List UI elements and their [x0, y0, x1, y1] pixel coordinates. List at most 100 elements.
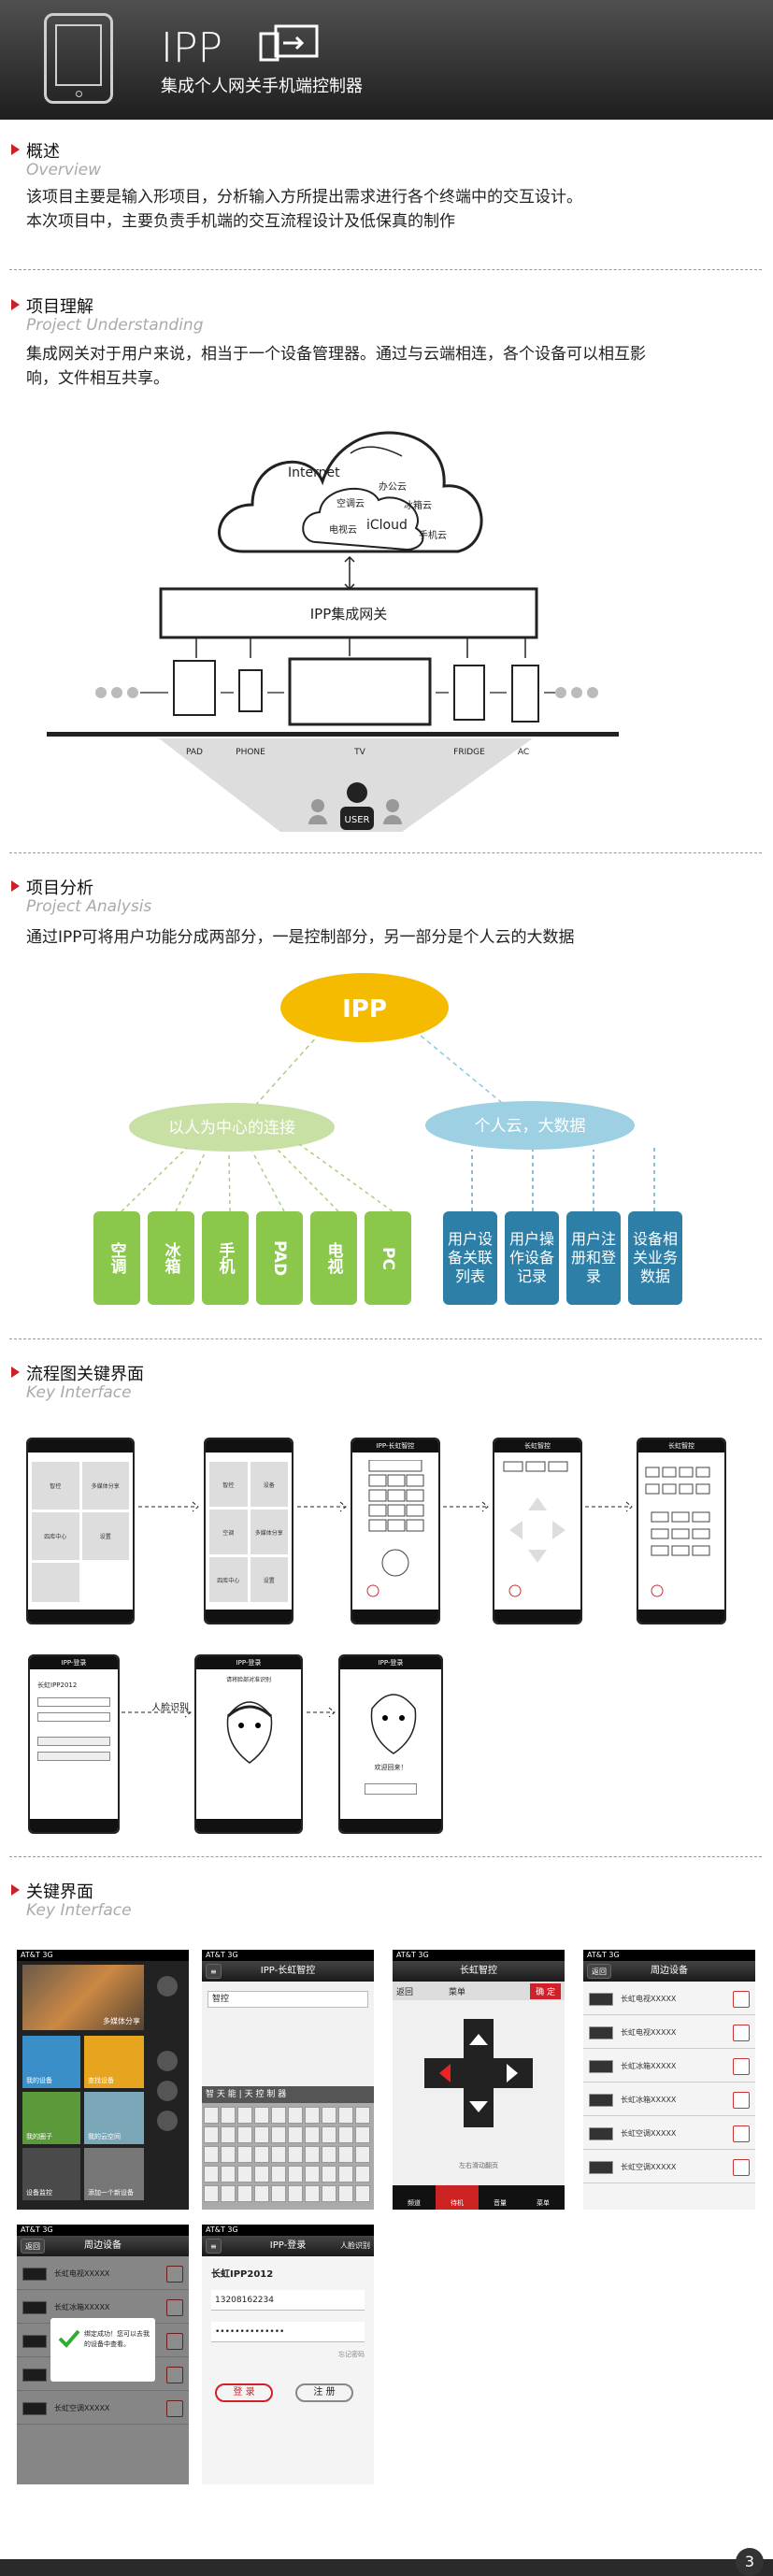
find-devices-tile[interactable]: 查找设备 — [84, 2036, 144, 2088]
candidate[interactable]: 制 — [266, 2090, 276, 2099]
password-field[interactable]: •••••••••••••• — [211, 2322, 365, 2342]
keyboard-key[interactable] — [271, 2107, 286, 2124]
keyboard-key[interactable] — [254, 2146, 269, 2163]
add-device-tile[interactable]: 添加一个新设备 — [84, 2148, 144, 2200]
keyboard-key[interactable] — [221, 2166, 236, 2182]
bind-icon[interactable] — [166, 2367, 183, 2383]
keyboard-key[interactable] — [355, 2126, 370, 2143]
wireframe-button[interactable] — [37, 1752, 110, 1761]
keyboard-key[interactable] — [237, 2107, 252, 2124]
device-row[interactable]: 长虹空调XXXXX — [17, 2395, 189, 2425]
candidate[interactable]: 天 — [216, 2090, 225, 2099]
candidate[interactable]: 智 — [206, 2090, 215, 2099]
keyboard-key[interactable] — [237, 2146, 252, 2163]
wireframe-field[interactable] — [37, 1697, 110, 1707]
wireframe-tile[interactable]: 智控 — [209, 1462, 248, 1507]
keyboard-key[interactable] — [204, 2185, 219, 2202]
search-input[interactable]: 智控 — [208, 1991, 368, 2008]
media-share-tile[interactable]: 多媒体分享 — [22, 1965, 144, 2030]
menu-button[interactable]: ≡ — [206, 2239, 222, 2254]
keyboard-key[interactable] — [288, 2185, 303, 2202]
wireframe-tile[interactable]: 设置 — [250, 1557, 288, 1602]
keyboard-key[interactable] — [271, 2166, 286, 2182]
keyboard-key[interactable] — [355, 2185, 370, 2202]
monitor-tile[interactable]: 设备监控 — [22, 2148, 80, 2200]
bind-icon[interactable] — [733, 1991, 750, 2008]
face-login-link[interactable]: 人脸识别 — [340, 2241, 370, 2250]
device-row[interactable]: 长虹电视XXXXX — [17, 2260, 189, 2290]
forgot-password-link[interactable]: 忘记密码 — [338, 2351, 365, 2358]
my-circle-tile[interactable]: 我的圈子 — [22, 2092, 80, 2144]
keyboard-key[interactable] — [305, 2146, 320, 2163]
keyboard-key[interactable] — [322, 2146, 336, 2163]
wireframe-tile[interactable]: 多媒体分享 — [250, 1510, 288, 1554]
bind-icon[interactable] — [166, 2333, 183, 2350]
keyboard-key[interactable] — [338, 2185, 353, 2202]
wireframe-tile[interactable]: 四库中心 — [32, 1512, 79, 1560]
wireframe-tile[interactable]: 智控 — [32, 1462, 79, 1510]
tab-channel[interactable]: 频道 — [408, 2199, 421, 2207]
keyboard-key[interactable] — [237, 2166, 252, 2182]
device-row[interactable]: 长虹空调XXXXX — [583, 2120, 755, 2150]
my-devices-tile[interactable]: 我的设备 — [22, 2036, 80, 2088]
device-row[interactable]: 长虹冰箱XXXXX — [583, 2086, 755, 2116]
keyboard-key[interactable] — [305, 2107, 320, 2124]
keyboard-key[interactable] — [338, 2146, 353, 2163]
user-icon[interactable] — [157, 2111, 178, 2131]
keyboard-key[interactable] — [254, 2166, 269, 2182]
keyboard-key[interactable] — [355, 2146, 370, 2163]
keyboard-key[interactable] — [221, 2185, 236, 2202]
candidate[interactable]: 能 — [227, 2090, 236, 2099]
keyboard-key[interactable] — [305, 2185, 320, 2202]
keyboard-key[interactable] — [322, 2185, 336, 2202]
confirm-button[interactable]: 确 定 — [530, 1983, 561, 1999]
bind-icon[interactable] — [733, 2159, 750, 2176]
keyboard-key[interactable] — [288, 2166, 303, 2182]
grid-icon[interactable] — [157, 2081, 178, 2101]
candidate[interactable]: | — [238, 2090, 242, 2099]
keyboard-key[interactable] — [355, 2107, 370, 2124]
bind-icon[interactable] — [733, 2025, 750, 2041]
keyboard-key[interactable] — [288, 2107, 303, 2124]
my-cloud-tile[interactable]: 我的云空间 — [84, 2092, 144, 2144]
keyboard-key[interactable] — [221, 2107, 236, 2124]
keyboard-key[interactable] — [322, 2166, 336, 2182]
keyboard-key[interactable] — [271, 2185, 286, 2202]
bind-icon[interactable] — [733, 2092, 750, 2109]
bind-icon[interactable] — [166, 2266, 183, 2283]
wireframe-tile[interactable] — [32, 1563, 79, 1602]
wireframe-tile[interactable]: 设备 — [250, 1462, 288, 1507]
register-button[interactable]: 注 册 — [295, 2383, 353, 2402]
dpad-control[interactable] — [422, 2015, 535, 2137]
keyboard-key[interactable] — [305, 2126, 320, 2143]
keyboard-key[interactable] — [322, 2126, 336, 2143]
back-button[interactable]: 返回 — [21, 2239, 45, 2254]
wireframe-tile[interactable]: 设置 — [81, 1512, 129, 1560]
keyboard-key[interactable] — [204, 2146, 219, 2163]
keyboard-key[interactable] — [338, 2107, 353, 2124]
keyboard-key[interactable] — [338, 2126, 353, 2143]
keyboard-key[interactable] — [204, 2166, 219, 2182]
device-row[interactable]: 长虹电视XXXXX — [583, 2019, 755, 2049]
keyboard-key[interactable] — [288, 2146, 303, 2163]
tab-standby[interactable]: 待机 — [436, 2185, 479, 2210]
wireframe-button[interactable] — [365, 1783, 417, 1795]
keyboard-key[interactable] — [322, 2107, 336, 2124]
menu-button[interactable]: ≡ — [206, 1964, 222, 1979]
back-button[interactable]: 返回 — [587, 1964, 611, 1979]
keyboard-key[interactable] — [305, 2166, 320, 2182]
tab-menu[interactable]: 菜单 — [537, 2199, 550, 2207]
keyboard-key[interactable] — [338, 2166, 353, 2182]
device-row[interactable]: 长虹电视XXXXX — [583, 1985, 755, 2015]
bind-icon[interactable] — [733, 2058, 750, 2075]
settings-icon[interactable] — [157, 1976, 178, 1996]
keyboard-key[interactable] — [271, 2126, 286, 2143]
keyboard-key[interactable] — [254, 2126, 269, 2143]
keyboard-key[interactable] — [288, 2126, 303, 2143]
wireframe-tile[interactable]: 空调 — [209, 1510, 248, 1554]
keyboard-key[interactable] — [355, 2166, 370, 2182]
tab-volume[interactable]: 音量 — [494, 2199, 507, 2207]
phone-field[interactable]: 13208162234 — [211, 2290, 365, 2311]
wireframe-tile[interactable] — [81, 1563, 129, 1602]
device-row[interactable]: 长虹冰箱XXXXX — [583, 2053, 755, 2082]
